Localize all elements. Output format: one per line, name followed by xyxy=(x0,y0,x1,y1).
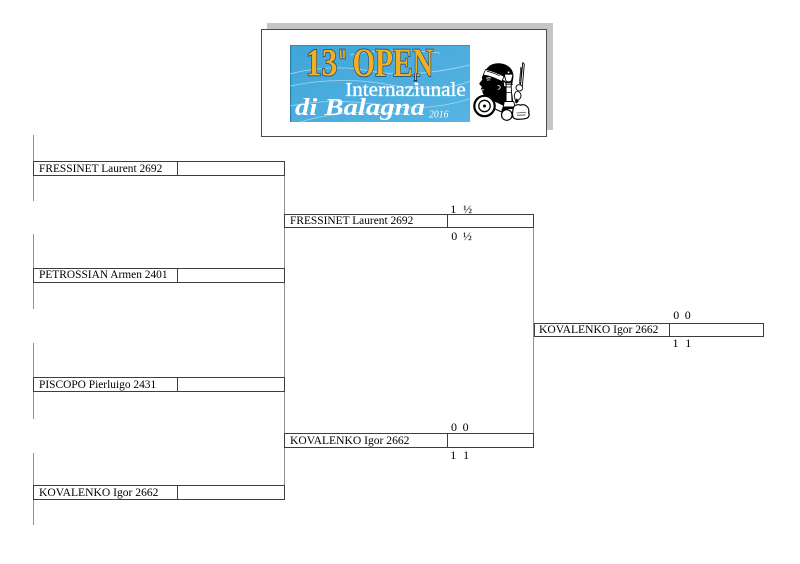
svg-text:2016: 2016 xyxy=(429,109,449,120)
svg-text:13: 13 xyxy=(306,45,338,85)
svg-text:di Balagna: di Balagna xyxy=(295,95,425,121)
svg-text:Internaziunale: Internaziunale xyxy=(345,79,466,101)
svg-text:OPEN: OPEN xyxy=(353,45,434,85)
svg-text:u: u xyxy=(339,45,346,63)
